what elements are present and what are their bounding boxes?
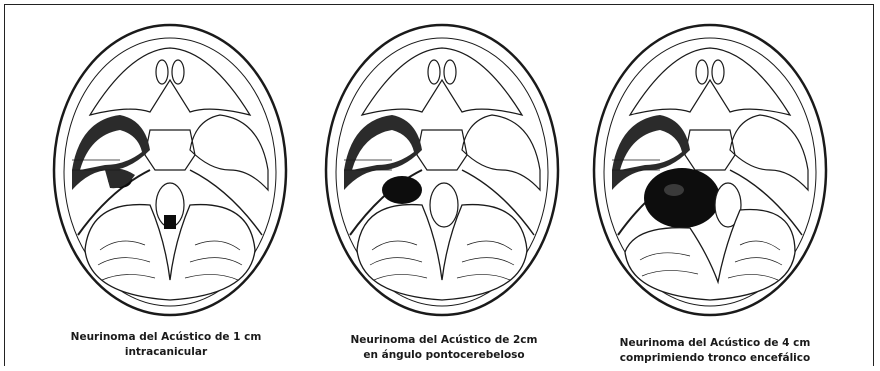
caption-line: intracanicular <box>36 345 296 360</box>
caption-line: Neurinoma del Acústico de 2cm <box>314 333 574 348</box>
caption-line: en ángulo pontocerebeloso <box>314 348 574 363</box>
skull-base-illustration-4cm <box>590 20 830 320</box>
caption-4cm: Neurinoma del Acústico de 4 cm comprimie… <box>585 336 845 366</box>
caption-line: Neurinoma del Acústico de 4 cm <box>585 336 845 351</box>
skull-base-illustration-1cm <box>50 20 290 320</box>
tumor-mass <box>382 176 422 204</box>
caption-1cm: Neurinoma del Acústico de 1 cm intracani… <box>36 330 296 360</box>
skull-base-drawing <box>50 20 290 320</box>
brainstem <box>430 183 458 227</box>
caption-line: Neurinoma del Acústico de 1 cm <box>36 330 296 345</box>
skull-base-illustration-2cm <box>322 20 562 320</box>
tumor-mass <box>644 168 720 228</box>
skull-base-drawing <box>322 20 562 320</box>
fourth-ventricle <box>164 215 176 229</box>
tumor-highlight <box>664 184 684 196</box>
caption-line: comprimiendo tronco encefálico <box>585 351 845 366</box>
caption-2cm: Neurinoma del Acústico de 2cm en ángulo … <box>314 333 574 363</box>
skull-base-drawing <box>590 20 830 320</box>
